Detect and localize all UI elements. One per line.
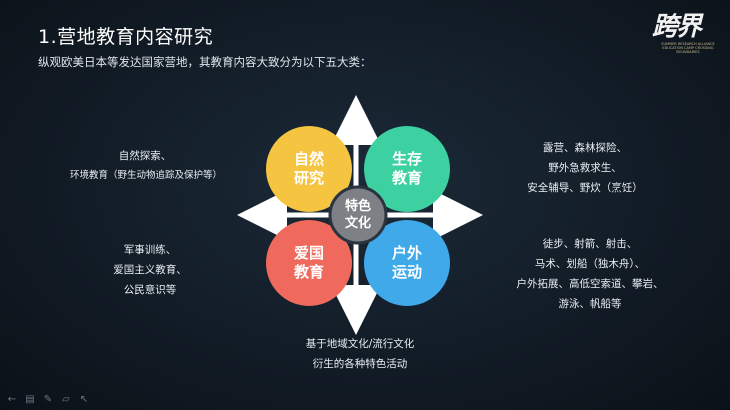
label-center-line2: 文化 (344, 216, 371, 231)
arrow-left-icon[interactable]: ← (7, 394, 17, 405)
desc-line: 露营、森林探险、 (543, 142, 627, 154)
desc-bottom-center: 基于地域文化/流行文化 衍生的各种特色活动 (290, 334, 430, 374)
presentation-toolbar: ← ▤ ✎ ▱ ↖ (6, 394, 90, 406)
desc-line: 徒步、射箭、射击、 (542, 238, 638, 250)
label-nature: 自然 研究 (274, 150, 344, 188)
label-outdoor-line1: 户外 (391, 244, 422, 262)
desc-bottom-left: 军事训练、 爱国主义教育、 公民意识等 (85, 240, 215, 300)
desc-line: 基于地域文化/流行文化 (305, 338, 415, 350)
label-nature-line1: 自然 (293, 150, 324, 168)
desc-line: 环境教育（野生动物追踪及保护等） (70, 170, 223, 181)
label-outdoor: 户外 运动 (372, 244, 442, 282)
slides-icon[interactable]: ▤ (25, 394, 35, 405)
desc-line: 野外急救求生、 (548, 162, 622, 174)
label-survival-line2: 教育 (391, 169, 422, 187)
desc-line: 游泳、帆船等 (558, 298, 622, 310)
circle-outdoor (364, 220, 450, 306)
desc-line: 军事训练、 (123, 244, 177, 256)
label-outdoor-line2: 运动 (391, 263, 422, 281)
page-title: 1.营地教育内容研究 (38, 26, 214, 48)
eraser-icon[interactable]: ▱ (62, 394, 70, 405)
label-center: 特色 文化 (328, 198, 388, 232)
label-survival-line1: 生存 (391, 150, 422, 168)
desc-line: 公民意识等 (123, 284, 177, 296)
desc-line: 自然探索、 (118, 150, 172, 162)
desc-bottom-right: 徒步、射箭、射击、 马术、划船（独木舟）、 户外拓展、高低空索道、攀岩、 游泳、… (505, 234, 675, 314)
label-nature-line2: 研究 (293, 169, 324, 187)
desc-line: 衍生的各种特色活动 (312, 358, 408, 370)
label-patriot-line1: 爱国 (293, 244, 324, 262)
page-subtitle: 纵观欧美日本等发达国家营地，其教育内容大致分为以下五大类： (38, 55, 372, 69)
label-patriot: 爱国 教育 (274, 244, 344, 282)
desc-line: 马术、划船（独木舟）、 (534, 258, 646, 270)
circle-survival (364, 126, 450, 212)
desc-top-right: 露营、森林探险、 野外急救求生、 安全辅导、野炊（烹饪） (520, 138, 650, 198)
circle-patriot (266, 220, 352, 306)
desc-line: 户外拓展、高低空索道、攀岩、 (516, 278, 664, 290)
logo-glyph: 跨界 (651, 12, 702, 42)
desc-top-left: 自然探索、 环境教育（野生动物追踪及保护等） (70, 146, 223, 186)
pointer-icon[interactable]: ↖ (79, 394, 89, 405)
label-patriot-line2: 教育 (293, 263, 324, 281)
pen-icon[interactable]: ✎ (43, 394, 53, 405)
desc-line: 安全辅导、野炊（烹饪） (527, 182, 643, 194)
label-survival: 生存 教育 (372, 150, 442, 188)
circle-nature (266, 126, 352, 212)
circle-center (328, 185, 388, 245)
label-center-line1: 特色 (344, 199, 371, 214)
logo-caption: SUMMER RESEARCH ALLIANCE EDUCATION CAMP … (661, 42, 715, 54)
desc-line: 爱国主义教育、 (113, 264, 187, 276)
